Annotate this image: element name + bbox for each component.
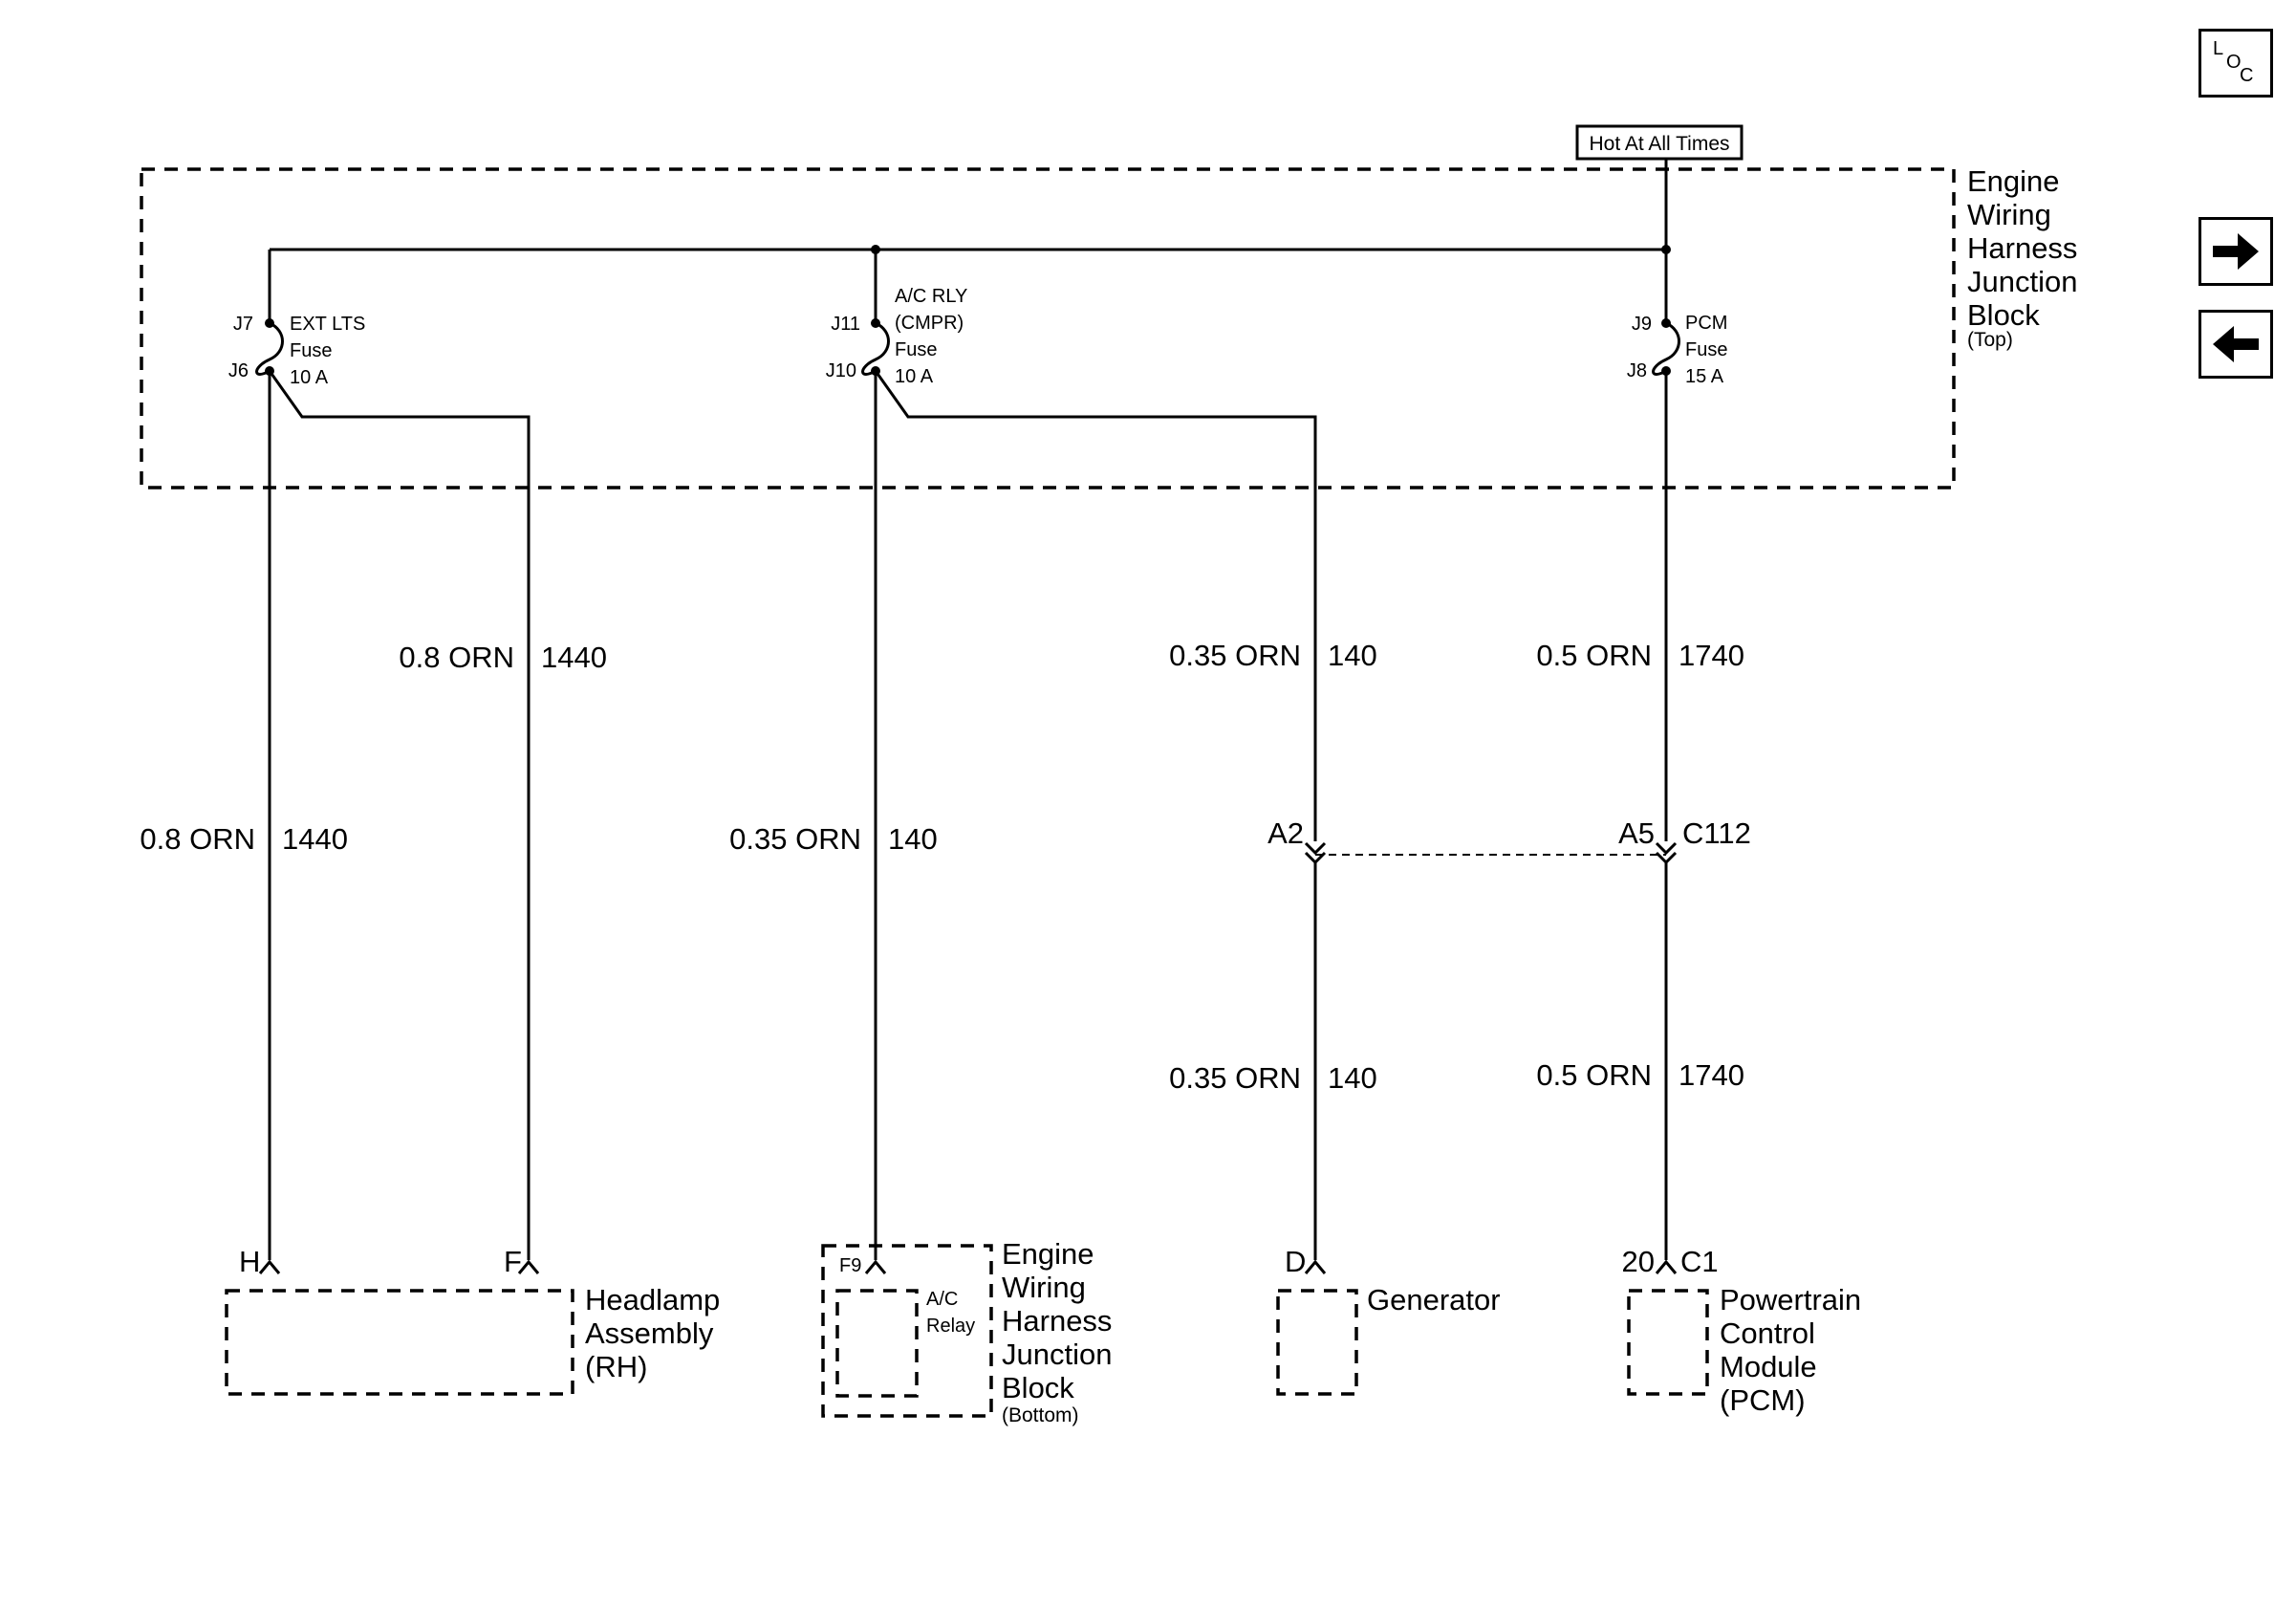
arrow-left-icon (2213, 326, 2259, 362)
wire-size-label: 0.8 ORN (140, 822, 255, 856)
fuse-out-pin: J8 (1627, 360, 1647, 381)
svg-text:Generator: Generator (1367, 1283, 1501, 1316)
fuse-out-pin: J10 (826, 360, 856, 381)
connector-pin-a2: A2 (1267, 816, 1304, 850)
pin-20: 20 (1622, 1245, 1655, 1278)
wire-circuit-label: 140 (888, 822, 938, 856)
pin-h: H (239, 1245, 260, 1278)
pin-f9: F9 (839, 1255, 861, 1276)
svg-text:Engine Wiring Harn: Engine Wiring Harness Junction Block (1002, 1237, 1120, 1404)
wire-size-label: 0.5 ORN (1536, 1058, 1652, 1092)
connector-c1: C1 (1680, 1245, 1719, 1278)
wire-circuit-label: 1740 (1679, 1058, 1744, 1092)
terminal-mark (864, 1259, 887, 1274)
svg-text:O: O (2226, 52, 2242, 73)
fuse-in-pin: J9 (1632, 314, 1652, 335)
wire-size-label: 0.8 ORN (399, 641, 514, 674)
wire-140-generator (874, 370, 1317, 841)
svg-text:EXT LTS Fuse 10 A: EXT LTS Fuse 10 A (290, 314, 371, 388)
powertrain-control-module: 20 C1 Powertrain Control Module (PCM) (1622, 1245, 1870, 1417)
previous-page-button[interactable] (2199, 310, 2273, 379)
wire-circuit-label: 1440 (282, 822, 348, 856)
fuse-pcm: J9 J8 PCM Fuse 15 A (1627, 250, 1733, 387)
wire-1440-f (268, 370, 531, 1260)
hot-at-all-times-box (1575, 124, 1744, 161)
fuse-in-pin: J11 (831, 314, 860, 335)
junction-block-top-label: Engine Wiring Harness Junction Block (1967, 164, 2086, 332)
wire-circuit-label: 140 (1328, 639, 1377, 672)
svg-text:(Bottom): (Bottom) (1002, 1404, 1079, 1426)
fuse-ext-lts: J7 J6 EXT LTS Fuse 10 A (228, 250, 371, 388)
junction-block-bottom: F9 A/C Relay Engine Wiring Harness Junct… (821, 1237, 1120, 1426)
terminal-mark (1304, 1259, 1327, 1274)
junction-block-top-sublabel: (Top) (1967, 329, 2013, 351)
svg-text:C: C (2240, 65, 2253, 86)
wire-circuit-label: 1740 (1679, 639, 1744, 672)
pin-f: F (504, 1245, 522, 1278)
wire-circuit-label: 140 (1328, 1061, 1377, 1095)
headlamp-assembly: H F Headlamp Assembly (RH) (225, 1245, 728, 1396)
connector-pin-a5: A5 (1618, 816, 1655, 850)
generator: D Generator (1276, 1245, 1501, 1396)
pin-d: D (1285, 1245, 1306, 1278)
svg-text:L: L (2213, 38, 2223, 59)
wire-size-label: 0.5 ORN (1536, 639, 1652, 672)
terminal-mark (258, 1259, 281, 1274)
wire-circuit-label: 1440 (541, 641, 607, 674)
loc-icon: L O C (2213, 38, 2253, 86)
wire-size-label: 0.35 ORN (1169, 1061, 1301, 1095)
svg-text:Powertrain Control: Powertrain Control Module (PCM) (1720, 1283, 1870, 1417)
terminal-mark (1655, 1259, 1678, 1274)
connector-c112: A2 A5 C112 (1267, 816, 1751, 865)
svg-text:A/C Relay: A/C Relay (926, 1289, 975, 1337)
fuse-in-pin: J7 (233, 314, 253, 335)
connector-name: C112 (1682, 816, 1751, 850)
wire-size-label: 0.35 ORN (729, 822, 861, 856)
hot-at-all-times-label: Hot At All Times (1589, 133, 1729, 155)
svg-text:A/C RLY (CMPR) Fus: A/C RLY (CMPR) Fuse 10 A (895, 286, 973, 387)
arrow-right-icon (2213, 233, 2259, 270)
terminal-mark (517, 1259, 540, 1274)
junction-block-top-outline (140, 167, 1956, 490)
fuse-out-pin: J6 (228, 360, 249, 381)
svg-text:Headlamp Assembly: Headlamp Assembly (RH) (585, 1283, 728, 1383)
next-page-button[interactable] (2199, 217, 2273, 286)
loc-button[interactable]: L O C (2199, 29, 2273, 98)
fuse-ac-rly: J11 J10 A/C RLY (CMPR) Fuse 10 A (826, 250, 973, 387)
wire-size-label: 0.35 ORN (1169, 639, 1301, 672)
svg-text:PCM Fuse 15 A: PCM Fuse 15 A (1685, 313, 1733, 387)
